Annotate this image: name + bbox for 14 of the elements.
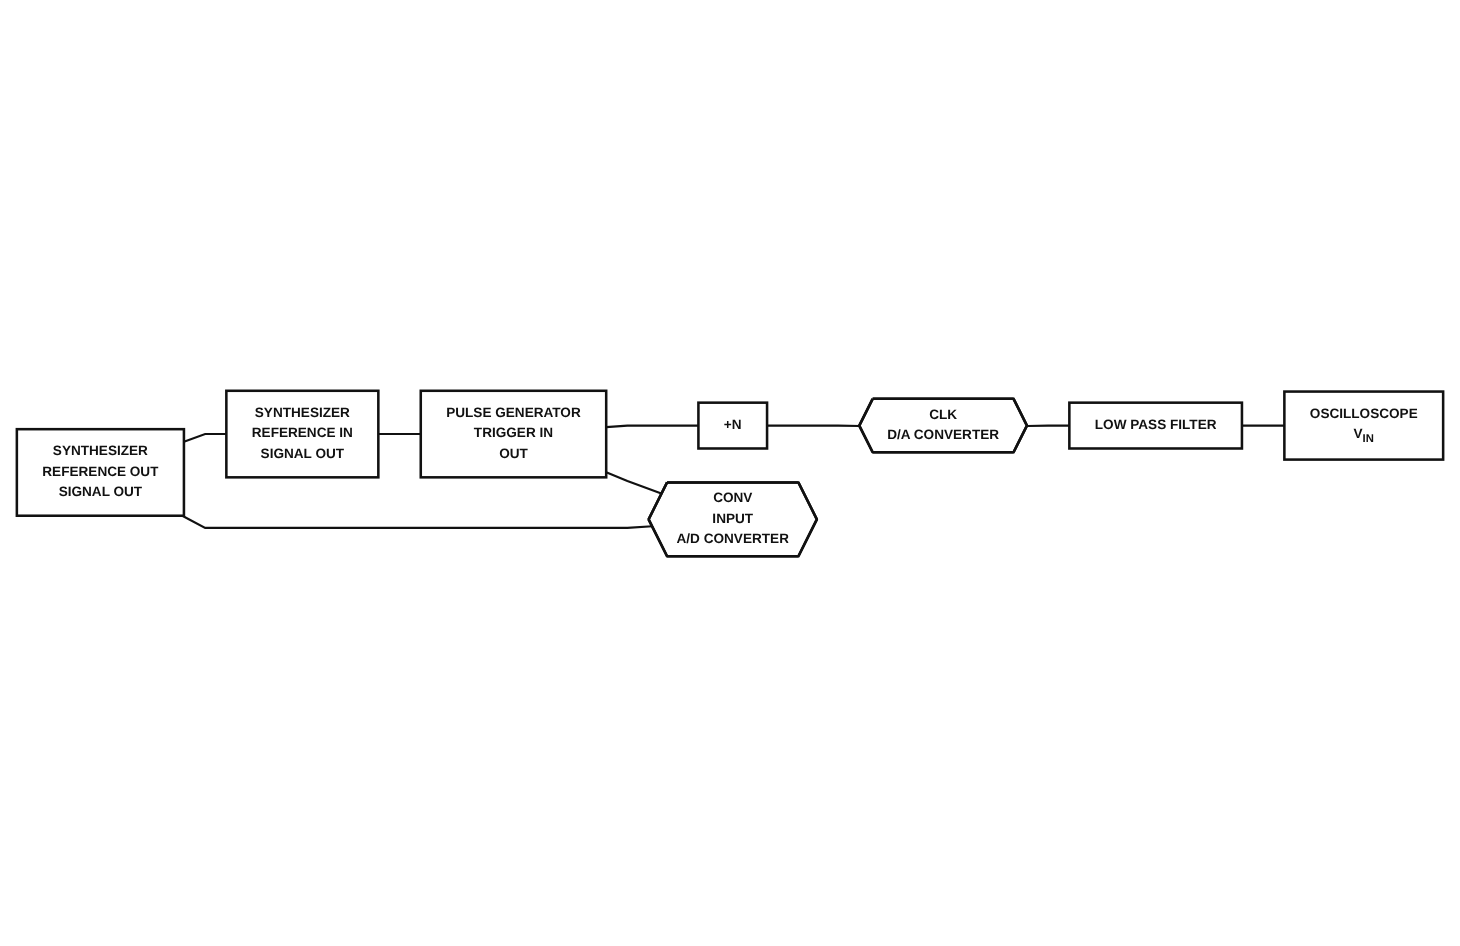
connector	[605, 470, 663, 495]
node-box	[1283, 389, 1445, 461]
node-box	[225, 389, 380, 479]
connector	[183, 432, 227, 443]
connector	[378, 432, 421, 435]
connector	[606, 424, 699, 428]
connector	[181, 514, 653, 529]
connector	[767, 424, 860, 427]
node-box	[1068, 400, 1244, 450]
connector	[1241, 424, 1285, 427]
connector	[1027, 424, 1070, 427]
node-box	[419, 389, 608, 479]
node-box	[15, 427, 186, 517]
node-box	[697, 400, 769, 450]
